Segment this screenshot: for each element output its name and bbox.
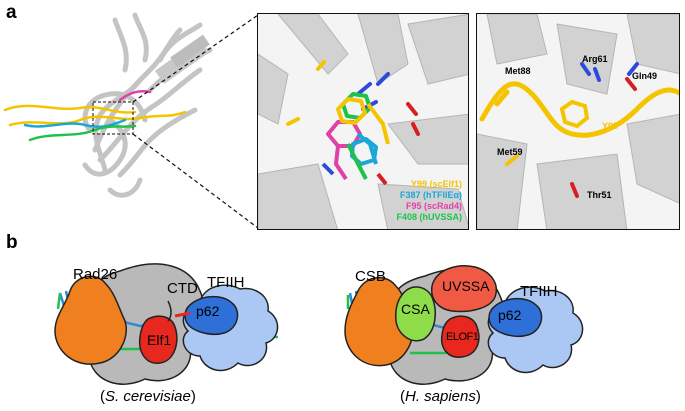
label-y99-scelf1: Y99 (scElf1) bbox=[410, 179, 462, 189]
zoom-panel-1: Y99 (scElf1) F387 (hTFIIEα) F95 (scRad4)… bbox=[257, 13, 469, 230]
label-met59: Met59 bbox=[497, 147, 523, 157]
caption-h-sapiens: (H. sapiens) bbox=[400, 388, 481, 405]
label-rad26: Rad26 bbox=[73, 266, 118, 283]
label-tfiih-left: TFIIH bbox=[207, 274, 245, 291]
label-uvssa: UVSSA bbox=[442, 278, 490, 294]
overview-structure bbox=[3, 12, 213, 198]
label-y99-zoom2: Y99 bbox=[602, 121, 619, 131]
panel-a-letter: a bbox=[6, 2, 17, 23]
zoom2-structure bbox=[477, 14, 679, 229]
label-arg61: Arg61 bbox=[582, 54, 608, 64]
label-csa: CSA bbox=[401, 301, 430, 317]
panel-b-letter: b bbox=[6, 232, 18, 253]
label-elf1: Elf1 bbox=[147, 332, 172, 348]
label-gln49: Gln49 bbox=[632, 71, 658, 81]
label-met88: Met88 bbox=[505, 66, 531, 76]
label-thr51: Thr51 bbox=[587, 190, 612, 200]
label-f408-huvssa: F408 (hUVSSA) bbox=[396, 212, 462, 222]
zoom1-structure bbox=[258, 14, 468, 229]
label-ctd: CTD bbox=[167, 280, 198, 297]
label-tfiih-right: TFIIH bbox=[520, 283, 558, 300]
label-p62-right: p62 bbox=[498, 307, 522, 323]
zoom-panel-2: Met88 Arg61 Gln49 Y99 Met59 Thr51 bbox=[476, 13, 680, 230]
label-p62-left: p62 bbox=[196, 303, 220, 319]
schematic-s-cerevisiae bbox=[54, 263, 279, 385]
caption-s-cerevisiae: (S. cerevisiae) bbox=[100, 388, 196, 405]
label-f95-scrad4: F95 (scRad4) bbox=[405, 201, 462, 211]
schematic-h-sapiens bbox=[344, 265, 584, 385]
label-elof1: ELOF1 bbox=[446, 331, 479, 343]
label-f387-htfiiea: F387 (hTFIIEα) bbox=[399, 190, 462, 200]
label-csb: CSB bbox=[355, 268, 386, 285]
